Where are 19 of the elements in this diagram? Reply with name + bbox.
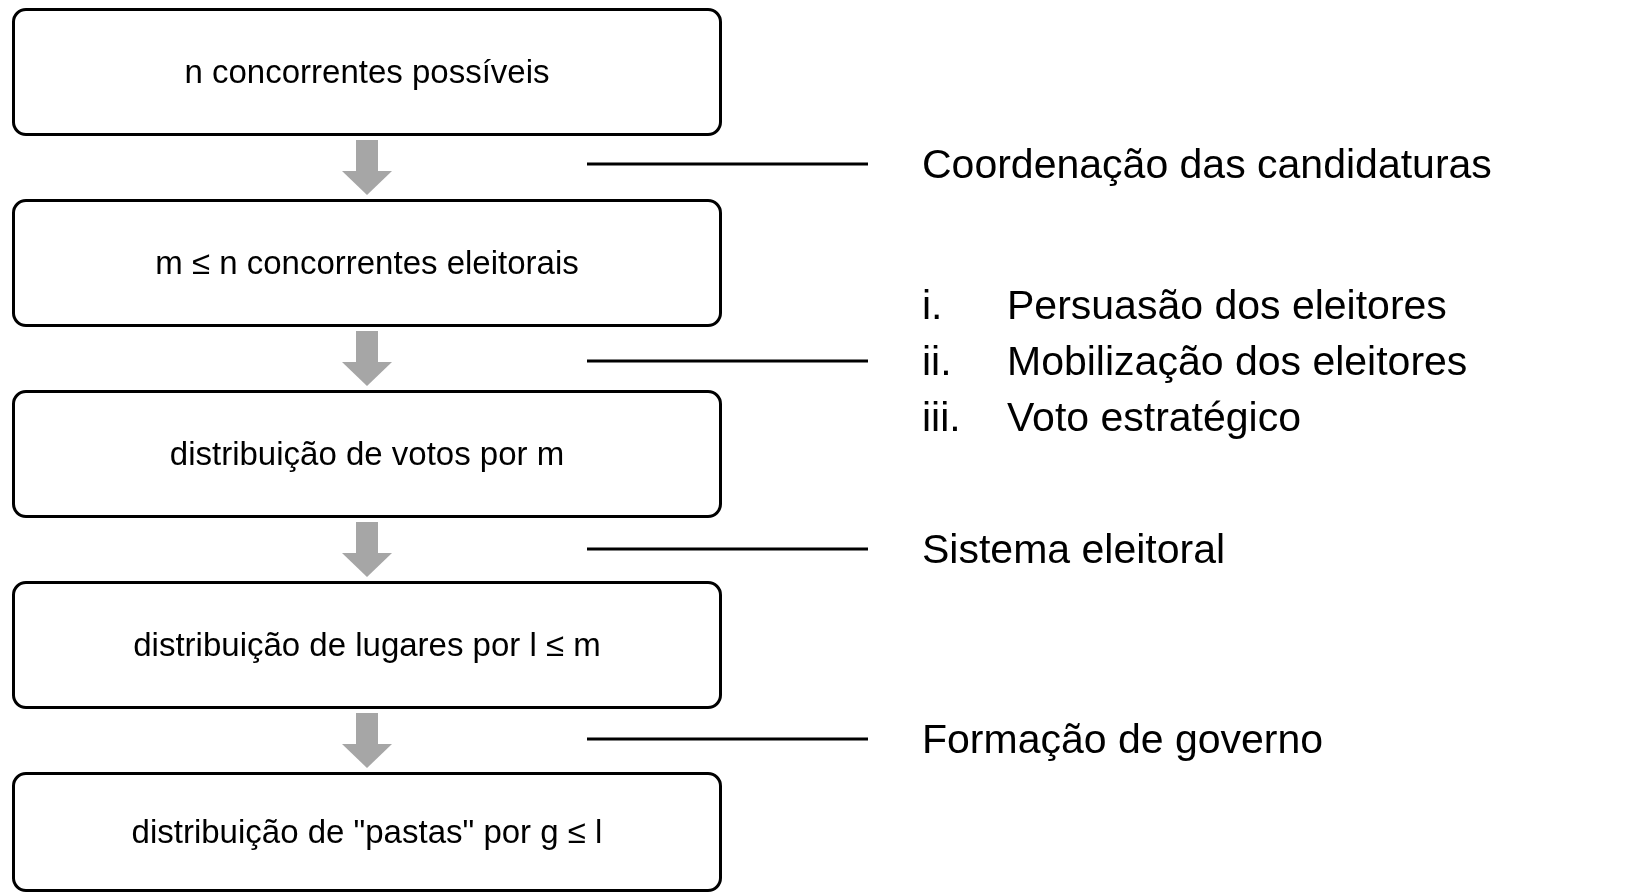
leader-line [587,737,868,741]
leader-line [587,359,868,363]
process-box: distribuição de lugares por l ≤ m [12,581,722,709]
leader-line [587,547,868,551]
stage-label: Coordenação das candidaturas [922,136,1492,192]
list-item: ii. Mobilização dos eleitores [922,337,1468,386]
list-item: iii. Voto estratégico [922,393,1303,442]
arrow [342,713,392,768]
leader-line [587,162,868,166]
arrow [342,522,392,577]
process-box: distribuição de "pastas" por g ≤ l [12,772,722,892]
process-box: m ≤ n concorrentes eleitorais [12,199,722,327]
process-box: n concorrentes possíveis [12,8,722,136]
stage-label: Sistema eleitoral [922,521,1226,577]
arrow [342,331,392,386]
stage-label: Formação de governo [922,711,1324,767]
list-item: i. Persuasão dos eleitores [922,281,1448,330]
arrow [342,140,392,195]
process-box: distribuição de votos por m [12,390,722,518]
